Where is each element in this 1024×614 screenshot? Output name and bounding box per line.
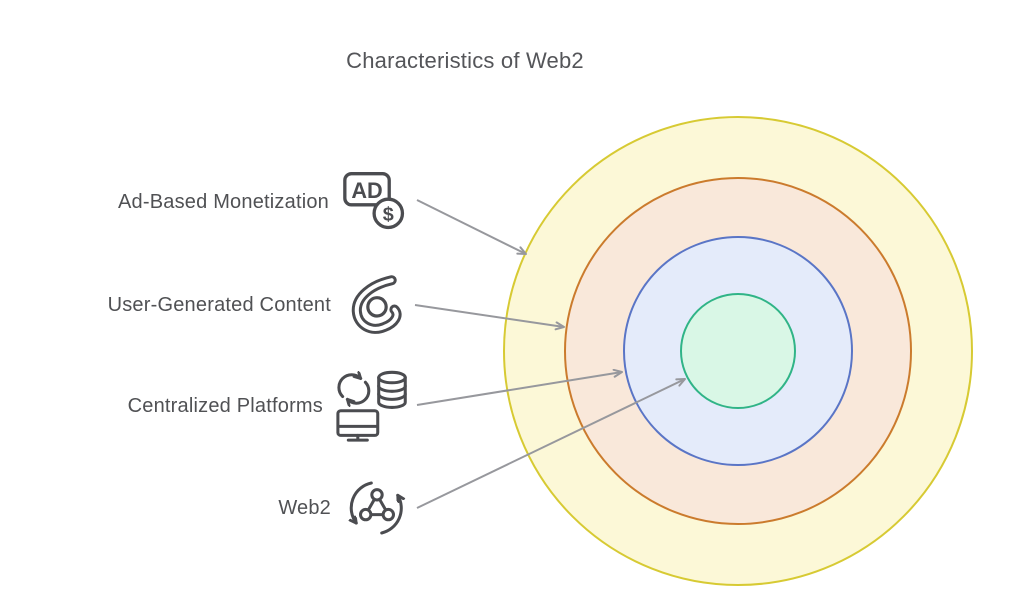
database-monitor-sync-icon bbox=[336, 369, 410, 443]
ring-web2 bbox=[680, 293, 796, 409]
arrow-centralized-platforms bbox=[416, 368, 623, 406]
person-swirl-icon bbox=[344, 272, 410, 338]
ad-badge-with-dollar-icon: AD $ bbox=[342, 168, 410, 236]
ad-text: AD bbox=[351, 178, 382, 203]
feature-row-web2: Web2 bbox=[278, 468, 410, 548]
feature-label: Centralized Platforms bbox=[127, 394, 323, 417]
arrow-ad-based-monetization bbox=[416, 199, 527, 255]
network-cycle-icon bbox=[344, 475, 410, 541]
feature-label: Web2 bbox=[278, 496, 331, 519]
feature-label: Ad-Based Monetization bbox=[118, 190, 329, 213]
arrow-web2 bbox=[416, 378, 686, 509]
dollar-text: $ bbox=[383, 203, 394, 225]
page-title: Characteristics of Web2 bbox=[346, 48, 584, 73]
arrow-user-generated-content bbox=[414, 304, 565, 331]
feature-row-user-generated-content: User-Generated Content bbox=[108, 265, 410, 345]
feature-row-centralized-platforms: Centralized Platforms bbox=[128, 366, 410, 446]
feature-label: User-Generated Content bbox=[107, 293, 331, 316]
feature-row-ad-based-monetization: Ad-Based Monetization AD $ bbox=[118, 162, 410, 242]
